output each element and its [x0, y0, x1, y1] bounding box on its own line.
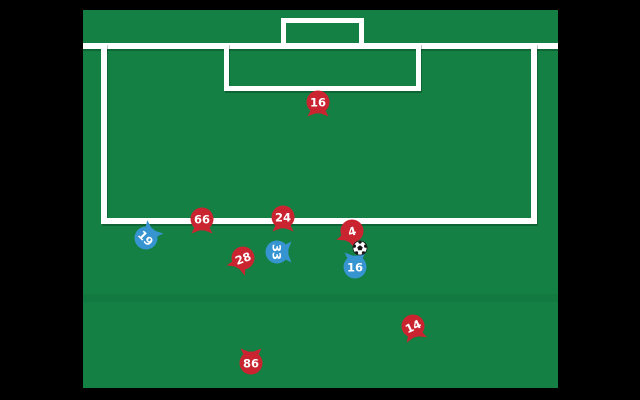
- player-disc: [231, 246, 255, 270]
- player-marker-red-66[interactable]: 66: [184, 201, 220, 237]
- six-yard-box: [224, 43, 421, 91]
- penalty-area-box: [101, 43, 537, 224]
- player-feet-icon: [191, 226, 213, 234]
- player-marker-blue-16[interactable]: 16: [337, 249, 373, 285]
- player-marker-red-24[interactable]: 24: [265, 199, 301, 235]
- player-disc: [271, 205, 295, 229]
- player-disc: [343, 255, 367, 279]
- player-number: 16: [310, 96, 326, 110]
- player-number: 14: [403, 317, 423, 336]
- player-number: 4: [346, 224, 357, 240]
- goal-line: [83, 43, 558, 49]
- player-feet-icon: [272, 224, 294, 232]
- player-number: 28: [233, 249, 253, 268]
- player-disc: [265, 240, 289, 264]
- player-marker-blue-19[interactable]: 19: [128, 220, 164, 256]
- player-marker-blue-33[interactable]: 33: [259, 234, 295, 270]
- player-number: 66: [194, 213, 210, 227]
- player-feet-icon: [307, 109, 329, 117]
- player-feet-icon: [284, 241, 292, 263]
- player-disc: [401, 314, 425, 338]
- goal: [281, 18, 364, 49]
- pitch-mow-stripe: [83, 294, 558, 302]
- player-number: 24: [275, 211, 291, 225]
- player-disc: [190, 207, 214, 231]
- player-marker-red-14[interactable]: 14: [395, 308, 431, 344]
- player-marker-red-4[interactable]: 4: [334, 213, 370, 249]
- player-number: 16: [347, 261, 363, 275]
- pitch: [83, 10, 558, 388]
- player-disc: [134, 226, 158, 250]
- player-marker-red-16[interactable]: 16: [300, 84, 336, 120]
- player-marker-red-28[interactable]: 28: [225, 240, 261, 276]
- ball-icon[interactable]: [352, 240, 368, 256]
- player-disc: [340, 219, 364, 243]
- player-number: 33: [270, 244, 284, 260]
- player-disc: [239, 351, 263, 375]
- player-feet-icon: [240, 348, 262, 356]
- player-number: 86: [243, 357, 259, 371]
- player-disc: [306, 90, 330, 114]
- player-marker-red-86[interactable]: 86: [233, 345, 269, 381]
